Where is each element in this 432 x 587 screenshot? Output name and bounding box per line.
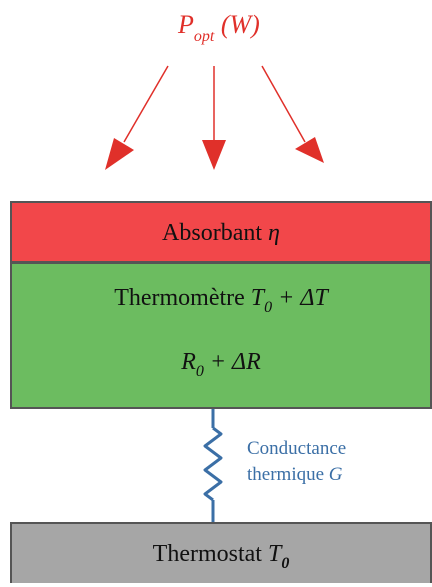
conductance-line2: thermique G (247, 462, 346, 488)
resistance-symbol: R (181, 349, 196, 375)
resistance-delta: + ΔR (209, 349, 261, 375)
resistor-zigzag (203, 426, 223, 502)
absorbant-label: Absorbant (162, 220, 263, 246)
absorbant-layer: Absorbant η (10, 201, 432, 263)
thermometre-temp-delta: + ΔT (278, 285, 328, 311)
conductance-symbol: G (328, 464, 343, 485)
thermostat-layer: Thermostat T0 (10, 522, 432, 583)
thermal-link (203, 409, 223, 522)
conductance-line1: Conductance (247, 438, 347, 459)
conductance-thermique: thermique (247, 464, 325, 485)
thermostat-temp-symbol: T (267, 541, 282, 567)
incident-power-label: Popt (W) (178, 10, 260, 45)
power-subscript: opt (193, 28, 215, 45)
thermometre-temp-symbol: T (250, 285, 265, 311)
thermometre-resistance-line: R0 + ΔR (12, 349, 430, 380)
incident-arrows (105, 65, 324, 170)
absorbant-eta-symbol: η (268, 220, 280, 246)
thermostat-temp-subscript: 0 (281, 555, 290, 572)
thermostat-label: Thermostat (152, 541, 262, 567)
conductance-label: Conductance thermique G (247, 436, 346, 488)
resistance-subscript: 0 (195, 363, 204, 380)
power-unit: (W) (220, 10, 260, 39)
thermometre-layer: Thermomètre T0 + ΔT R0 + ΔR (10, 262, 432, 409)
power-symbol: P (178, 10, 194, 39)
arrow-center (202, 66, 226, 170)
arrow-right (261, 65, 324, 163)
thermometre-temp-subscript: 0 (264, 299, 273, 316)
arrow-left (105, 65, 169, 170)
thermometre-temperature-line: Thermomètre T0 + ΔT (12, 285, 430, 316)
thermometre-label: Thermomètre (114, 285, 245, 311)
